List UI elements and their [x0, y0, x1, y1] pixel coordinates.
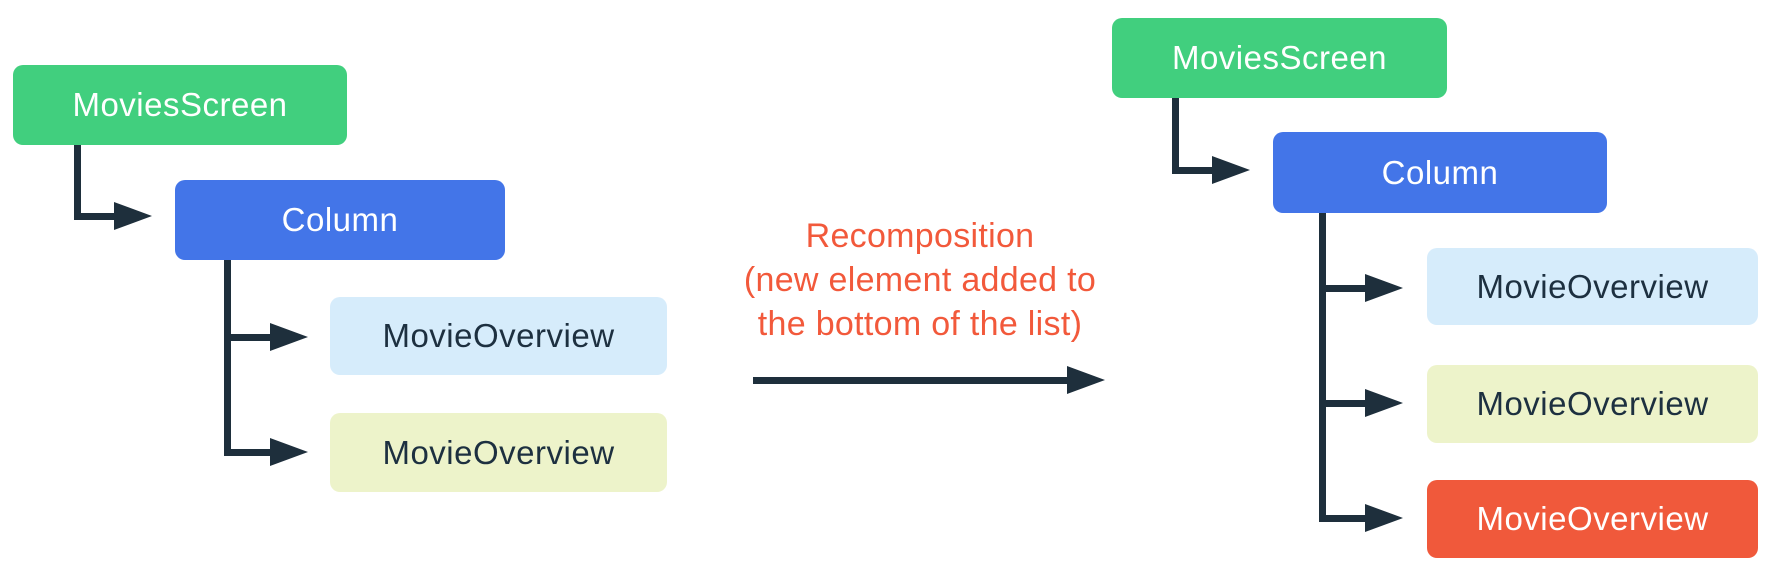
left-connector-branch-1 [224, 334, 270, 341]
recomposition-flow-arrow-line [753, 377, 1067, 384]
left-node-column: Column [175, 180, 505, 260]
right-node-movieoverview-3-new: MovieOverview [1427, 480, 1758, 558]
left-node-movieoverview-1-label: MovieOverview [382, 317, 615, 354]
right-node-moviesscreen-label: MoviesScreen [1171, 39, 1388, 76]
recomposition-annotation: Recomposition (new element added to the … [690, 214, 1150, 346]
left-node-moviesscreen-label: MoviesScreen [72, 86, 288, 123]
left-connector-column-trunk [224, 260, 231, 456]
right-arrowhead-root-to-column [1212, 156, 1250, 184]
right-node-movieoverview-1-label: MovieOverview [1476, 267, 1709, 305]
left-arrowhead-branch-1 [270, 323, 308, 351]
right-connector-branch-3 [1319, 515, 1365, 522]
left-arrowhead-root-to-column [114, 202, 152, 230]
left-node-movieoverview-2: MovieOverview [330, 413, 667, 492]
right-arrowhead-branch-2 [1365, 389, 1403, 417]
left-connector-root-horizontal [74, 213, 114, 220]
right-connector-root-horizontal [1172, 167, 1212, 174]
annotation-line-3: the bottom of the list) [757, 305, 1083, 343]
annotation-line-1: Recomposition [805, 217, 1035, 255]
right-arrowhead-branch-1 [1365, 274, 1403, 302]
right-connector-column-trunk [1319, 213, 1326, 521]
left-node-movieoverview-2-label: MovieOverview [382, 433, 615, 471]
right-node-movieoverview-1: MovieOverview [1427, 248, 1758, 325]
right-connector-root-vertical [1172, 98, 1179, 174]
right-node-movieoverview-2-label: MovieOverview [1476, 385, 1709, 422]
right-node-movieoverview-3-new-label: MovieOverview [1476, 500, 1709, 537]
right-node-moviesscreen: MoviesScreen [1112, 18, 1447, 98]
left-node-moviesscreen: MoviesScreen [13, 65, 347, 145]
left-node-movieoverview-1: MovieOverview [330, 297, 667, 375]
annotation-line-2: (new element added to [743, 261, 1097, 299]
recomposition-flow-arrowhead [1067, 366, 1105, 394]
right-connector-branch-1 [1319, 285, 1365, 292]
left-node-column-label: Column [281, 201, 399, 238]
right-node-column-label: Column [1381, 153, 1499, 191]
left-arrowhead-branch-2 [270, 438, 308, 466]
left-connector-root-vertical [74, 145, 81, 220]
right-arrowhead-branch-3 [1365, 504, 1403, 532]
right-node-movieoverview-2: MovieOverview [1427, 365, 1758, 443]
left-connector-branch-2 [224, 449, 270, 456]
right-connector-branch-2 [1319, 400, 1365, 407]
right-node-column: Column [1273, 132, 1607, 213]
